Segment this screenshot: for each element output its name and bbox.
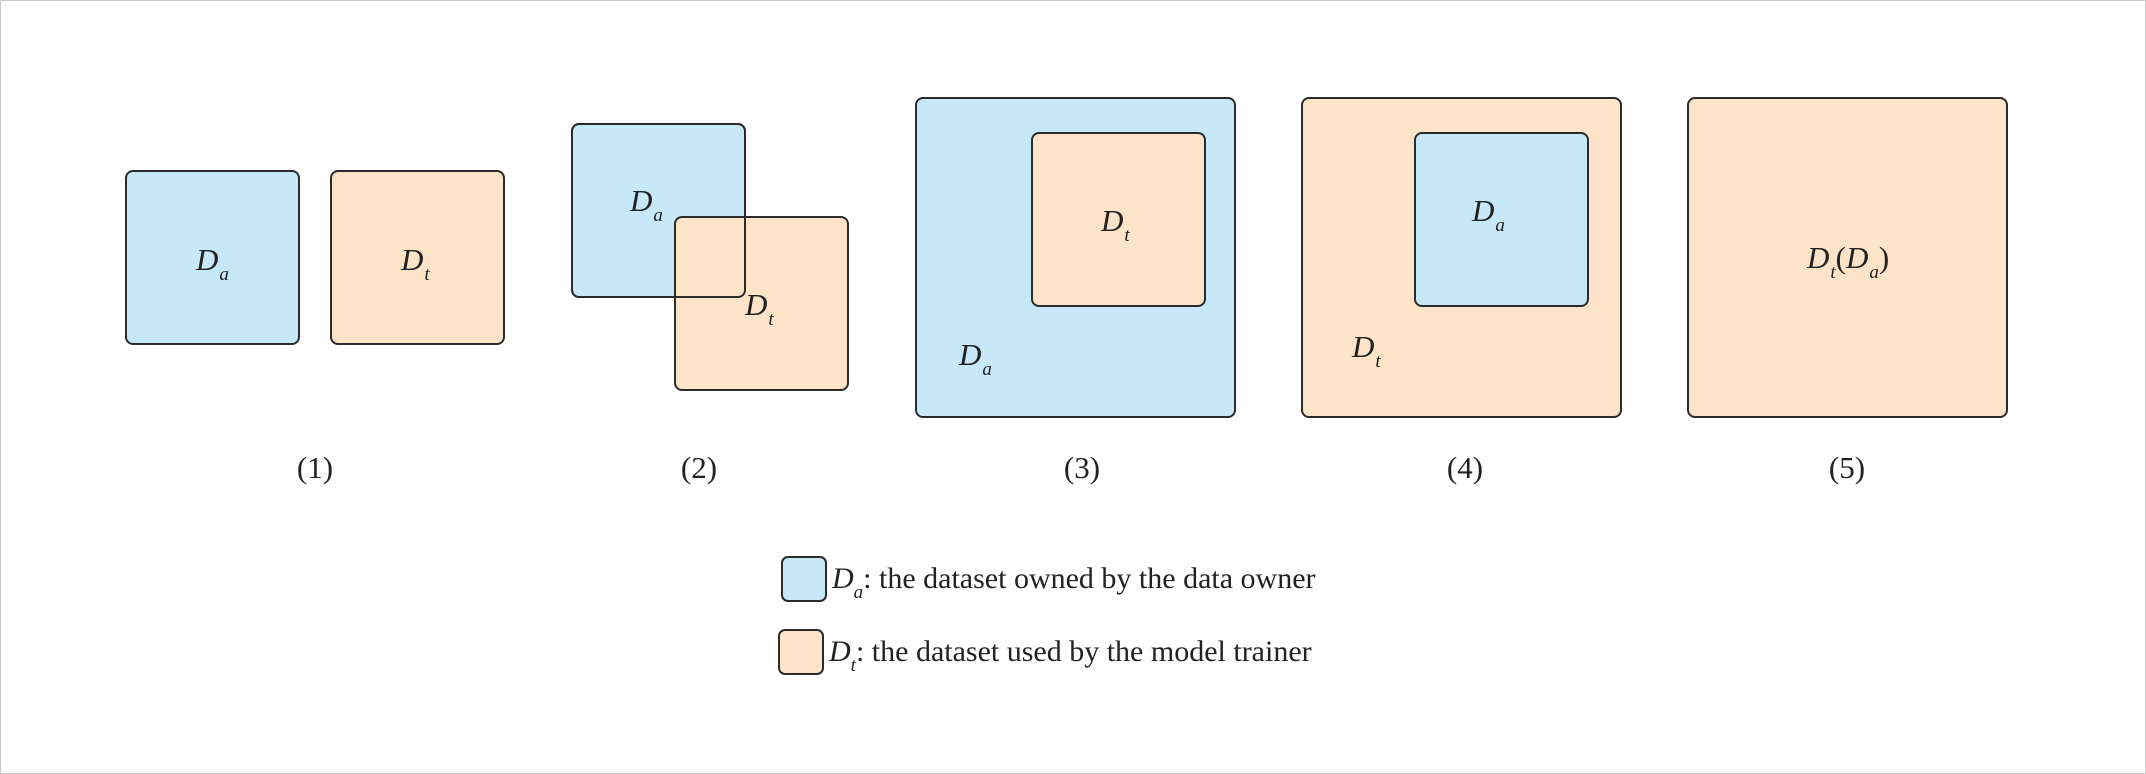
label-dt: Dt bbox=[1101, 203, 1130, 245]
label-da: Da bbox=[1472, 193, 1505, 235]
legend-swatch-dt bbox=[778, 629, 824, 675]
symbol-d: D bbox=[832, 562, 854, 595]
legend-description: : the dataset owned by the data owner bbox=[863, 562, 1316, 595]
symbol-d: D bbox=[829, 635, 851, 668]
subscript-t: t bbox=[1124, 225, 1130, 246]
symbol-d: D bbox=[1101, 203, 1124, 238]
label-dt-da: Dt(Da) bbox=[1807, 240, 1890, 282]
label-dt: Dt bbox=[401, 242, 430, 284]
close-paren: ) bbox=[1878, 240, 1890, 275]
symbol-d: D bbox=[959, 337, 982, 372]
label-da: Da bbox=[959, 337, 992, 379]
subscript-a: a bbox=[1495, 215, 1505, 236]
subscript-a: a bbox=[1869, 262, 1879, 283]
symbol-d: D bbox=[1807, 240, 1830, 275]
subscript-a: a bbox=[219, 264, 229, 285]
open-paren: ( bbox=[1835, 240, 1846, 275]
symbol-d: D bbox=[630, 183, 653, 218]
symbol-d: D bbox=[1846, 240, 1869, 275]
legend-text: Dt: the dataset used by the model traine… bbox=[829, 635, 1312, 676]
legend-text: Da: the dataset owned by the data owner bbox=[832, 562, 1316, 603]
subscript-t: t bbox=[1375, 351, 1381, 372]
legend-description: : the dataset used by the model trainer bbox=[855, 635, 1312, 668]
panel-caption: (4) bbox=[1446, 450, 1484, 485]
panel-caption: (1) bbox=[296, 450, 334, 485]
subscript-a: a bbox=[853, 582, 864, 603]
dataset-da-outline bbox=[571, 123, 746, 298]
panel-caption: (3) bbox=[1063, 450, 1101, 485]
dataset-da-box bbox=[1414, 132, 1589, 307]
subscript-a: a bbox=[653, 205, 663, 226]
dataset-dt-box bbox=[1031, 132, 1206, 307]
panel-caption: (2) bbox=[680, 450, 718, 485]
subscript-t: t bbox=[768, 309, 774, 330]
symbol-d: D bbox=[1472, 193, 1495, 228]
label-da: Da bbox=[196, 242, 229, 284]
dataset-dt-box bbox=[330, 170, 505, 345]
subscript-a: a bbox=[982, 359, 992, 380]
dataset-dt-da-box bbox=[1687, 97, 2008, 418]
label-dt: Dt bbox=[1352, 329, 1381, 371]
symbol-d: D bbox=[745, 287, 768, 322]
legend-item-model-trainer: Dt: the dataset used by the model traine… bbox=[778, 629, 1312, 676]
label-da: Da bbox=[630, 183, 663, 225]
dataset-da-box bbox=[125, 170, 300, 345]
symbol-d: D bbox=[401, 242, 424, 277]
subscript-t: t bbox=[424, 264, 430, 285]
legend-swatch-da bbox=[781, 556, 827, 602]
subscript-t: t bbox=[850, 655, 856, 676]
label-dt: Dt bbox=[745, 287, 774, 329]
legend-item-data-owner: Da: the dataset owned by the data owner bbox=[781, 556, 1316, 603]
subscript-t: t bbox=[1830, 262, 1836, 283]
symbol-d: D bbox=[1352, 329, 1375, 364]
dataset-dt-box bbox=[674, 216, 849, 391]
symbol-d: D bbox=[196, 242, 219, 277]
panel-caption: (5) bbox=[1828, 450, 1866, 485]
